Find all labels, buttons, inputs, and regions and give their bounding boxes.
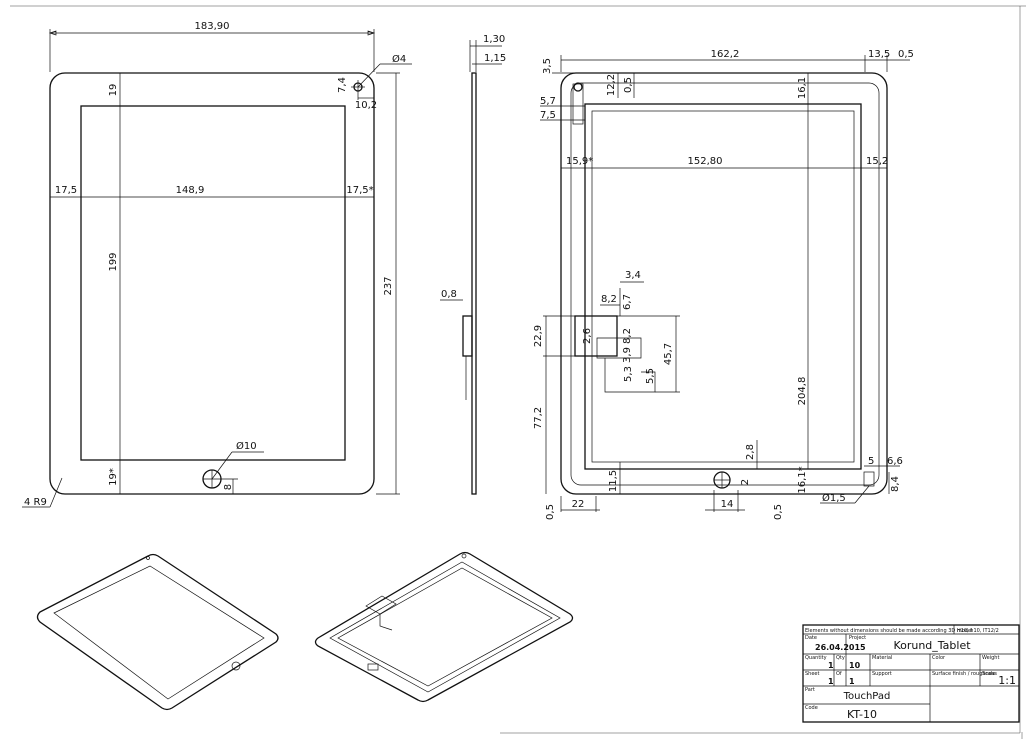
side-plate	[471, 72, 477, 495]
front-overall-width: 183,90	[195, 21, 230, 32]
front-hole-diameter: Ø4	[392, 53, 406, 65]
back-tab-h3: 3,9	[622, 347, 633, 363]
back-corner-gap: 0,5	[545, 504, 556, 520]
back-inner-width: 152,80	[688, 156, 723, 167]
front-right-margin: 17,5*	[346, 185, 373, 196]
tb-tolerance: H10, h10, IT12/2	[957, 628, 999, 634]
front-button-offset: 8	[223, 484, 234, 490]
back-slot-offset: 7,5	[540, 110, 556, 121]
front-overall-height: 237	[383, 276, 394, 295]
back-tab-h1: 6,7	[622, 294, 633, 310]
back-button-width: 14	[721, 499, 734, 510]
front-hole-offset-y: 7,4	[337, 77, 348, 93]
back-hole-top: 12,2	[606, 74, 617, 96]
back-right-margin: 15,2	[866, 156, 888, 167]
front-top-margin: 19	[108, 84, 119, 97]
back-width: 162,2	[711, 49, 740, 60]
back-inner-height: 204,8	[797, 377, 808, 406]
back-right-depth: 8,4	[890, 476, 901, 492]
front-outline	[49, 72, 375, 495]
back-right-offset: 13,5	[868, 49, 890, 60]
tb-support-label: Support	[872, 671, 892, 677]
tb-quantity: 1	[828, 661, 834, 670]
back-top-hole-offset: 3,5	[542, 58, 553, 74]
back-recess-inner	[591, 110, 855, 463]
title-block: Elements without dimensions should be ma…	[802, 624, 1020, 723]
tb-part-name: TouchPad	[843, 691, 891, 702]
tb-project-label: Project	[849, 635, 866, 641]
back-tab-w2: 8,2	[601, 294, 617, 305]
back-top-margin: 16,1	[797, 77, 808, 99]
front-button-diameter: Ø10	[236, 440, 257, 452]
back-left-margin: 15,9*	[566, 156, 593, 167]
tb-note: Elements without dimensions should be ma…	[805, 628, 972, 634]
tb-color-label: Color	[932, 655, 946, 661]
front-view: 183,90 17,5 148,9 17,5* 19 199 19* 237 Ø…	[22, 21, 412, 508]
tb-date-label: Date	[805, 635, 817, 641]
isometric-back	[314, 551, 574, 703]
front-corner-radius: 4 R9	[24, 497, 47, 508]
tb-scale-label: Scale	[982, 671, 995, 677]
tb-part-label: Part	[805, 687, 815, 693]
front-hole-offset-x: 10,2	[355, 100, 377, 111]
tb-sheets-label: Of	[836, 671, 842, 677]
isometric-front	[36, 553, 279, 711]
back-tab-w1: 3,4	[625, 270, 641, 281]
tb-count: 10	[849, 661, 861, 670]
back-view: 162,2 13,5 0,5 3,5 12,2 0,5 5,7 7,5 16,1…	[533, 49, 914, 520]
back-bottom-margin: 16,1*	[797, 466, 808, 493]
tb-weight-label: Weight	[982, 655, 999, 661]
back-right-gap: 0,5	[898, 49, 914, 60]
back-connector-flex	[596, 337, 642, 359]
back-button-margin: 0,5	[773, 504, 784, 520]
back-tab-total: 45,7	[663, 343, 674, 365]
tb-date: 26.04.2015	[815, 643, 866, 652]
tb-sheet: 1	[828, 677, 834, 686]
tb-material-label: Material	[872, 655, 892, 661]
side-plate-thickness: 1,15	[484, 53, 506, 64]
back-small-hole	[863, 471, 875, 487]
back-bottom-left: 11,5	[608, 470, 619, 492]
tb-project: Korund_Tablet	[893, 639, 971, 652]
back-hole	[573, 82, 583, 92]
side-tab	[462, 315, 473, 357]
back-slot	[572, 83, 584, 125]
back-left-pos: 22	[572, 499, 585, 510]
tb-count-label: Qty	[836, 655, 845, 661]
back-small-hole-diameter: Ø1,5	[822, 492, 846, 504]
back-outline	[560, 72, 888, 495]
tb-scale: 1:1	[998, 674, 1016, 687]
side-view: 1,30 1,15 0,8	[440, 34, 506, 495]
side-total-thickness: 1,30	[483, 34, 505, 45]
front-screen-width: 148,9	[176, 185, 205, 196]
back-bottom-small: 2,8	[745, 444, 756, 460]
front-left-margin: 17,5	[55, 185, 77, 196]
back-recess-outer	[584, 103, 862, 470]
back-inner-rim	[570, 82, 880, 486]
back-tab-h2: 8,2	[622, 328, 633, 344]
tb-quantity-label: Quantity	[805, 655, 827, 661]
back-right-small: 5	[868, 456, 874, 467]
tb-code-label: Code	[805, 705, 818, 711]
back-right-small2: 6,6	[887, 456, 903, 467]
back-tab-h4: 5,3	[623, 366, 634, 382]
back-connector	[574, 315, 618, 357]
back-tab-gap: 2,6	[582, 328, 593, 344]
front-screen-height: 199	[108, 252, 119, 271]
tb-roughness-label: Surface finish / roughness	[932, 671, 997, 677]
back-hole-gap: 0,5	[623, 77, 634, 93]
tb-code: KT-10	[847, 708, 877, 721]
tb-sheet-label: Sheet	[805, 671, 819, 677]
back-lower-pos: 77,2	[533, 407, 544, 429]
back-tab-pos: 22,9	[533, 325, 544, 347]
tb-sheets: 1	[849, 677, 855, 686]
side-tab-offset: 0,8	[441, 289, 457, 300]
front-screen	[80, 105, 346, 461]
back-tab-h5: 5,5	[645, 368, 656, 384]
front-bottom-margin: 19*	[108, 468, 119, 486]
back-button-gap: 2	[740, 479, 751, 485]
back-slot-width: 5,7	[540, 96, 556, 107]
